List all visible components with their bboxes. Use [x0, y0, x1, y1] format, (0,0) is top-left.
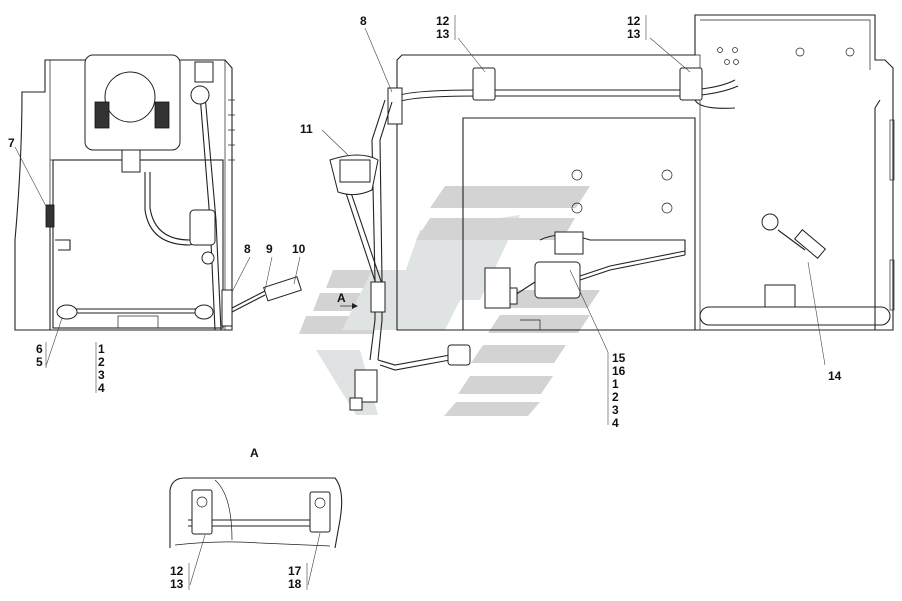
right-stack-1: 1: [612, 377, 619, 391]
callout-11: 11: [300, 122, 313, 136]
detail-leaders: [189, 532, 321, 586]
right-stack-2: 2: [612, 390, 619, 404]
callout-12-c: 12: [170, 564, 184, 578]
callout-12-b: 12: [627, 14, 641, 28]
callout-14: 14: [828, 369, 842, 383]
view-arrow: [340, 303, 358, 309]
callout-18: 18: [288, 577, 302, 591]
callout-13-c: 13: [170, 577, 184, 591]
detail-title: A: [250, 446, 259, 460]
callout-9: 9: [266, 242, 273, 256]
right-stack-3: 3: [612, 403, 619, 417]
right-stack-4: 4: [612, 416, 619, 430]
left-stack-2: 2: [98, 355, 105, 369]
callout-17: 17: [288, 564, 302, 578]
right-stack-16: 16: [612, 364, 626, 378]
callout-5: 5: [36, 355, 43, 369]
left-stack-3: 3: [98, 368, 105, 382]
right-leaders: [321, 27, 826, 425]
callout-12-a: 12: [436, 14, 450, 28]
view-arrow-label: A: [337, 291, 346, 305]
callout-13-a: 13: [436, 27, 450, 41]
callout-labels: 7 8 9 10 6 5 1 2 3 4 8 11 12 13 12 13 14…: [8, 14, 842, 591]
callout-10: 10: [292, 242, 306, 256]
left-stack-1: 1: [98, 342, 105, 356]
callout-13-b: 13: [627, 27, 641, 41]
left-stack-4: 4: [98, 381, 105, 395]
left-leaders: [14, 146, 301, 393]
callout-6: 6: [36, 342, 43, 356]
callout-8-left: 8: [244, 242, 251, 256]
right-view: [329, 14, 895, 411]
callout-7: 7: [8, 136, 15, 150]
right-stack-15: 15: [612, 351, 626, 365]
left-view: [14, 54, 302, 331]
callout-8-right: 8: [360, 14, 367, 28]
detail-a-view: [169, 477, 343, 549]
